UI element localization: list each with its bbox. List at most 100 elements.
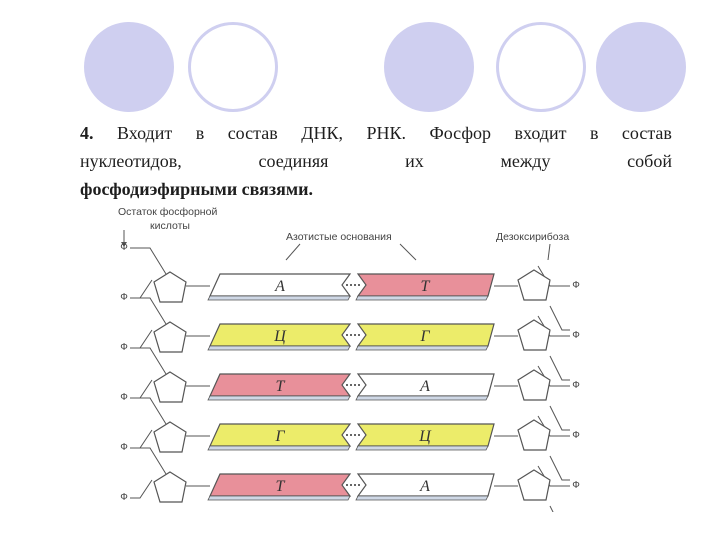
phosphate-symbol: Ф <box>120 242 128 253</box>
bold-term: фосфодиэфирными связями. <box>80 179 313 199</box>
pointer-arrow-base-right <box>399 243 417 261</box>
base-letter-left: А <box>274 278 285 295</box>
phosphate-symbol: Ф <box>572 430 580 441</box>
word: в <box>589 123 599 143</box>
arrowhead-phosphate <box>121 242 127 247</box>
deoxyribose-right <box>517 369 551 401</box>
decor-circle-2 <box>188 22 278 112</box>
backbone-link-right <box>537 315 570 337</box>
word: их <box>405 151 424 171</box>
backbone-link-right <box>537 365 570 387</box>
base-block-left <box>209 373 352 397</box>
base-block-left-edge <box>207 345 351 351</box>
backbone-link-right <box>549 505 554 512</box>
base-block-left <box>209 473 352 497</box>
base-block-left-edge <box>207 445 351 451</box>
phosphate-symbol: Ф <box>120 442 128 453</box>
word: Входит <box>116 123 173 143</box>
base-block-right-edge <box>355 345 489 351</box>
base-letter-right: А <box>419 378 430 395</box>
deoxyribose-left <box>153 471 187 503</box>
base-block-left-edge <box>207 295 351 301</box>
base-block-left <box>209 273 352 297</box>
label-phosphate-residue-1: Остаток фосфорной <box>118 206 217 218</box>
base-letter-right: А <box>419 478 430 495</box>
phosphate-symbol: Ф <box>572 330 580 341</box>
deoxyribose-left <box>153 371 187 403</box>
backbone-link-left <box>130 347 167 375</box>
backbone-link-right <box>549 455 570 481</box>
deoxyribose-right <box>517 469 551 501</box>
phosphate-symbol: Ф <box>572 380 580 391</box>
backbone-link-left <box>130 429 153 449</box>
base-letter-right: Г <box>419 328 430 345</box>
backbone-link-left <box>130 379 153 399</box>
paragraph-line-3: фосфодиэфирными связями. <box>80 175 672 203</box>
word: соединяя <box>258 151 329 171</box>
phosphate-symbol: Ф <box>572 280 580 291</box>
backbone-link-left <box>130 447 167 475</box>
decor-circle-5 <box>596 22 686 112</box>
base-block-right-edge <box>355 295 489 301</box>
deoxyribose-left <box>153 421 187 453</box>
label-deoxyribose: Дезоксирибоза <box>496 231 569 243</box>
deoxyribose-right <box>517 419 551 451</box>
base-letter-left: Ц <box>273 328 287 345</box>
base-block-right-edge <box>355 395 489 401</box>
word: в <box>195 123 205 143</box>
label-phosphate-residue-2: кислоты <box>150 220 190 232</box>
word: состав <box>621 123 672 143</box>
word: входит <box>514 123 567 143</box>
slide-paragraph: 4. Входит в состав ДНК, РНК. Фосфор вход… <box>80 119 672 203</box>
word: РНК. <box>366 123 406 143</box>
phosphate-symbol: Ф <box>120 342 128 353</box>
paragraph-line-1: 4. Входит в состав ДНК, РНК. Фосфор вход… <box>80 119 672 147</box>
base-block-left-edge <box>207 395 351 401</box>
base-letter-left: Т <box>276 378 286 395</box>
base-block-right-edge <box>355 445 489 451</box>
deoxyribose-left <box>153 321 187 353</box>
paragraph-line-2: нуклеотидов, соединяя их между собой <box>80 147 672 175</box>
deoxyribose-right <box>517 269 551 301</box>
backbone-link-right <box>537 465 570 487</box>
pointer-arrow-base-left <box>285 243 301 261</box>
backbone-link-right <box>537 265 570 287</box>
backbone-link-right <box>549 305 570 331</box>
dna-structure-diagram: Остаток фосфорной кислоты Азотистые осно… <box>118 206 580 512</box>
backbone-link-left <box>130 397 167 425</box>
deoxyribose-left <box>153 271 187 303</box>
phosphate-symbol: Ф <box>572 480 580 491</box>
backbone-link-right <box>537 415 570 437</box>
base-block-left <box>209 323 352 347</box>
decor-circle-4 <box>496 22 586 112</box>
word: между <box>500 151 551 171</box>
decor-circle-1 <box>84 22 174 112</box>
decor-circle-3 <box>384 22 474 112</box>
word: состав <box>227 123 278 143</box>
backbone-link-left <box>130 279 153 299</box>
deoxyribose-right <box>517 319 551 351</box>
base-letter-right: Ц <box>418 428 432 445</box>
base-letter-left: Т <box>276 478 286 495</box>
word: собой <box>627 151 672 171</box>
word: ДНК, <box>301 123 343 143</box>
base-letter-right: Т <box>421 278 431 295</box>
base-letter-left: Г <box>274 428 285 445</box>
label-nitrogen-bases: Азотистые основания <box>286 231 392 243</box>
backbone-link-left <box>130 479 153 499</box>
backbone-link-left <box>130 297 167 325</box>
backbone-link-right <box>549 405 570 431</box>
phosphate-symbol: Ф <box>120 292 128 303</box>
word: Фосфор <box>429 123 492 143</box>
phosphate-symbol: Ф <box>120 492 128 503</box>
item-number: 4. <box>80 123 94 143</box>
backbone-link-left <box>130 329 153 349</box>
phosphate-symbol: Ф <box>120 392 128 403</box>
base-block-left <box>209 423 352 447</box>
backbone-link-right <box>549 355 570 381</box>
base-block-left-edge <box>207 495 351 501</box>
backbone-link-left <box>130 247 167 275</box>
word: нуклеотидов, <box>80 151 182 171</box>
base-block-right-edge <box>355 495 489 501</box>
pointer-arrow-deoxyribose <box>547 243 551 261</box>
